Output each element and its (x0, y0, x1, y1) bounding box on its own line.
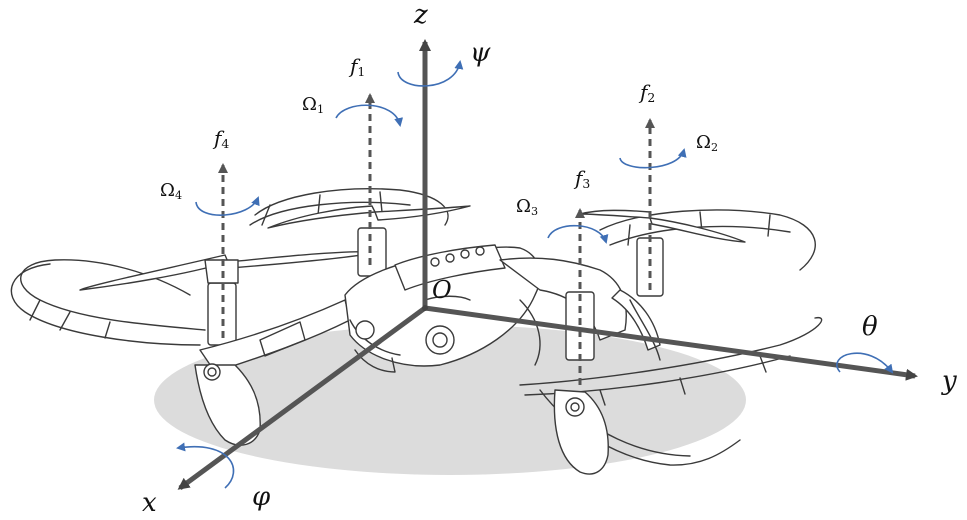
axis-label-x: x (142, 488, 157, 518)
force-label-f1: f1 (350, 54, 366, 80)
force-label-f3: f3 (575, 166, 591, 192)
speed-label-omega2: Ω2 (696, 132, 719, 154)
yaw-rotation (397, 60, 464, 87)
origin-point (422, 305, 428, 311)
speed-label-omega3: Ω3 (516, 196, 539, 218)
drone-illustration (10, 188, 823, 475)
force-label-f2: f2 (640, 80, 656, 106)
force-vectors (218, 93, 655, 385)
speed-label-omega1: Ω1 (302, 94, 325, 116)
pitch-label: θ (862, 312, 878, 342)
origin-label: O (432, 276, 452, 304)
axis-label-y: y (942, 366, 957, 396)
rotor-rotation-2 (619, 148, 687, 169)
pitch-rotation (836, 352, 894, 374)
rotation-arrows (176, 60, 894, 489)
yaw-label: ψ (470, 38, 491, 68)
x-axis (177, 305, 427, 491)
roll-label: φ (252, 482, 271, 512)
rotor-rotation-4 (195, 196, 260, 216)
y-axis (424, 305, 918, 381)
rotor-rotation-1 (335, 104, 404, 127)
speed-label-omega4: Ω4 (160, 180, 183, 202)
force-label-f4: f4 (214, 126, 230, 152)
rotor-rotation-3 (547, 224, 609, 244)
roll-rotation (176, 442, 235, 489)
axis-label-z: z (414, 0, 428, 30)
